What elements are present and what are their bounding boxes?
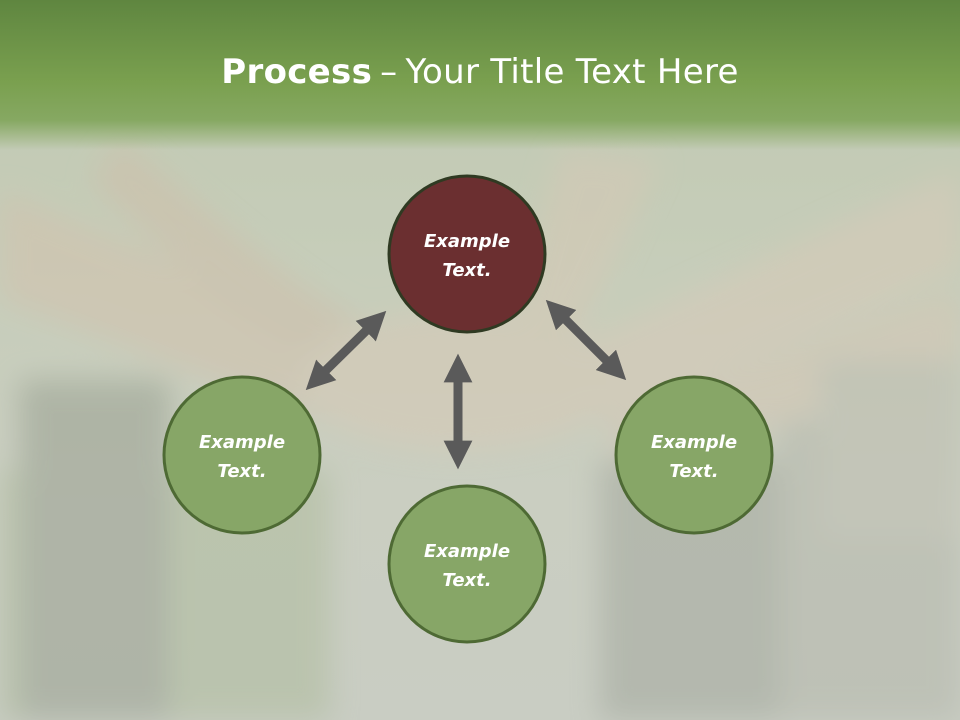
arrow-top-right [545, 299, 627, 381]
node-top-circle [387, 174, 547, 334]
node-left-circle [162, 375, 322, 535]
node-right-circle [614, 375, 774, 535]
node-left-line2: Text. [217, 461, 266, 482]
node-bottom-circle [387, 484, 547, 644]
node-top-line1: Example [424, 231, 510, 252]
node-top: Example Text. [387, 174, 547, 334]
node-right-line1: Example [651, 432, 737, 453]
node-bottom-line1: Example [424, 541, 510, 562]
title-rest: Your Title Text Here [405, 52, 739, 92]
node-right: Example Text. [614, 375, 774, 535]
node-right-line2: Text. [669, 461, 718, 482]
node-left: Example Text. [162, 375, 322, 535]
arrow-top-left [305, 310, 387, 391]
node-bottom-line2: Text. [442, 570, 491, 591]
slide-title: Process–Your Title Text Here [0, 52, 960, 92]
title-band [0, 0, 960, 150]
title-bold: Process [221, 52, 373, 92]
title-separator: – [380, 52, 398, 92]
node-top-line2: Text. [442, 260, 491, 281]
node-left-line1: Example [199, 432, 285, 453]
node-bottom: Example Text. [387, 484, 547, 644]
